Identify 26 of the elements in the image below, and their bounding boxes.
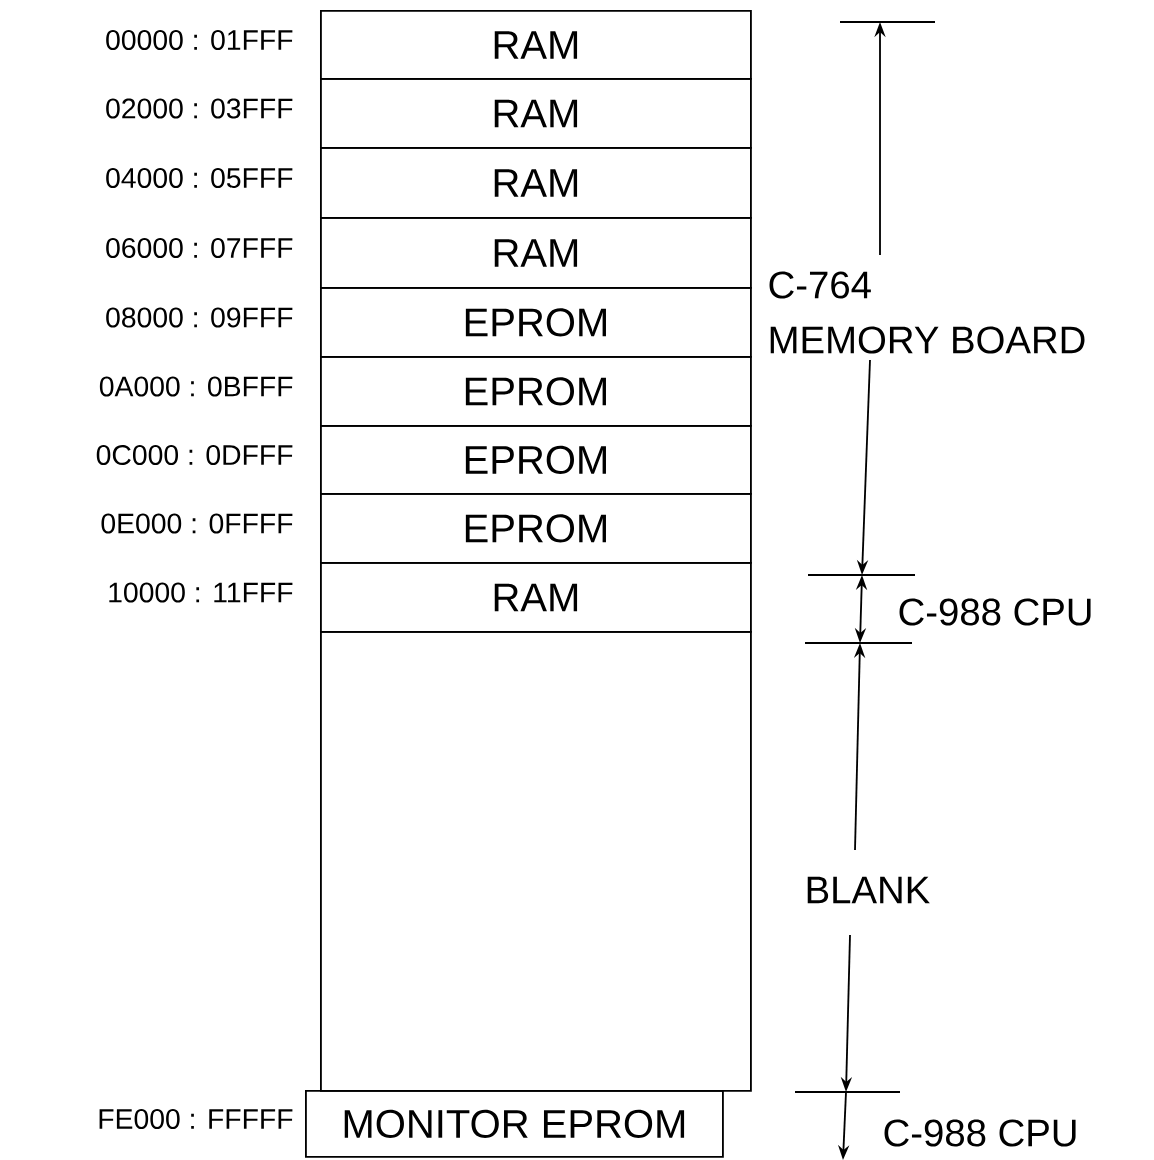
memory-block: EPROM xyxy=(320,425,752,495)
address-range: FE000 : FFFFF xyxy=(99,1109,293,1130)
address-range: 02000 : 03FFF xyxy=(106,98,293,119)
memory-block: MONITOR EPROM xyxy=(305,1090,724,1158)
address-range: 10000 : 11FFF xyxy=(109,582,293,603)
address-range: 08000 : 09FFF xyxy=(106,307,293,328)
dimension-label: C-764 xyxy=(769,271,871,299)
dimension-label: BLANK xyxy=(807,876,930,904)
memory-block: RAM xyxy=(320,562,752,633)
address-range: 06000 : 07FFF xyxy=(106,237,293,259)
memory-block: RAM xyxy=(320,147,752,219)
dimension-label: C-988 CPU xyxy=(899,598,1091,626)
memory-block: EPROM xyxy=(320,287,752,358)
address-range: 0C000 : 0DFFF xyxy=(96,444,293,466)
memory-block: EPROM xyxy=(320,356,752,427)
dimension-label: MEMORY BOARD xyxy=(770,326,1085,354)
memory-block: EPROM xyxy=(320,493,752,564)
dimension-label: C-988 CPU xyxy=(884,1119,1076,1147)
address-range: 0A000 : 0BFFF xyxy=(99,376,293,397)
memory-block: RAM xyxy=(320,217,752,289)
memory-block: RAM xyxy=(320,78,752,149)
address-range: 04000 : 05FFF xyxy=(106,167,293,189)
empty-block xyxy=(320,631,752,1092)
address-range: 00000 : 01FFF xyxy=(106,29,293,51)
memory-block: RAM xyxy=(320,10,752,80)
address-range: 0E000 : 0FFFF xyxy=(101,513,293,534)
